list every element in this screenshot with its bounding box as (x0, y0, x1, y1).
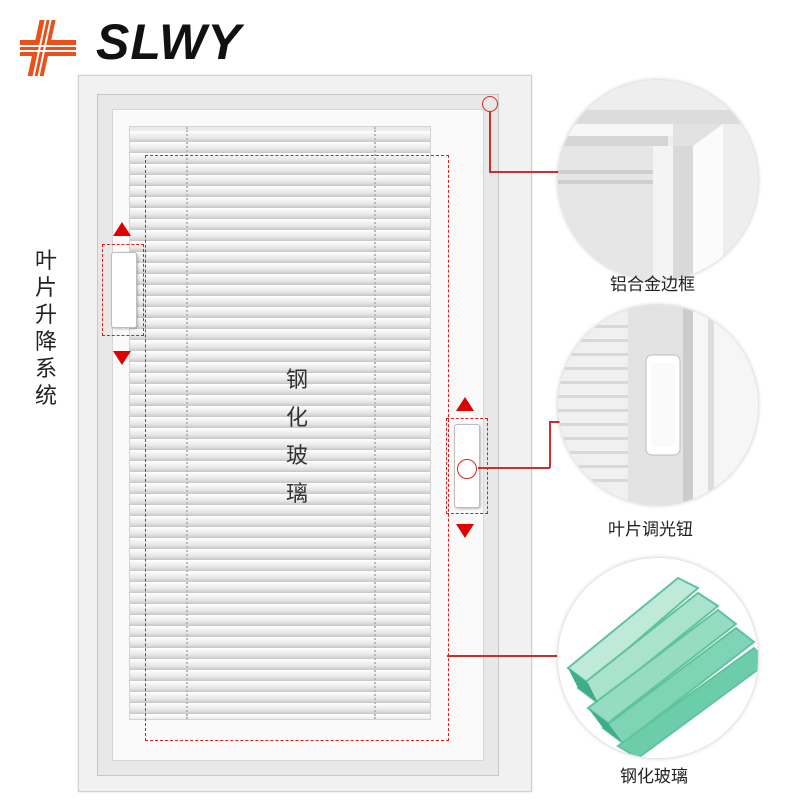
frame-leader-line-h (489, 171, 559, 173)
left-slider-marker (102, 244, 144, 336)
blind-slat (130, 637, 430, 648)
blind-slat (130, 219, 430, 230)
blind-slat (130, 351, 430, 362)
blind-slat (130, 263, 430, 274)
blind-slat (130, 197, 430, 208)
blind-slat (130, 252, 430, 263)
blind-slat (130, 461, 430, 472)
blind-slat (130, 593, 430, 604)
blind-cord (374, 127, 378, 719)
blind-slat (130, 571, 430, 582)
frame-leader-line-v (489, 112, 491, 172)
blind-slat (130, 230, 430, 241)
blind-slat (130, 659, 430, 670)
frame-marker-circle (482, 96, 498, 112)
blind-slat (130, 714, 430, 719)
blind-slat (130, 175, 430, 186)
blind-slat (130, 395, 430, 406)
slat-lift-slider[interactable] (111, 252, 137, 328)
glass-outline-marker (145, 155, 449, 741)
blind-slat (130, 538, 430, 549)
blind-slat (130, 483, 430, 494)
blind-slat (130, 450, 430, 461)
blind-slat (130, 340, 430, 351)
blind-slat (130, 164, 430, 175)
blind-slat (130, 307, 430, 318)
blind-slat (130, 428, 430, 439)
blind-slat (130, 648, 430, 659)
blind-slat (130, 417, 430, 428)
blind-slat (130, 329, 430, 340)
blind-slat (130, 274, 430, 285)
tempered-glass-callout-label: 钢化玻璃 (620, 767, 688, 787)
blind-slat (130, 626, 430, 637)
aluminum-frame-detail-image (558, 80, 758, 280)
blind-slat (130, 296, 430, 307)
slat-adjust-button-label: 叶片调光钮 (608, 520, 693, 540)
blind-slat (130, 692, 430, 703)
blind-slat (130, 472, 430, 483)
blind-slat (130, 527, 430, 538)
tempered-glass-center-label: 钢化玻璃 (285, 368, 308, 507)
blind-slat (130, 153, 430, 164)
tilt-knob-marker (457, 459, 477, 479)
blind-slat (130, 681, 430, 692)
right-up-arrow-icon (456, 397, 474, 411)
blind-slat (130, 142, 430, 153)
blind-slat (130, 384, 430, 395)
blind-slat (130, 505, 430, 516)
blind-slat (130, 241, 430, 252)
blind-slat (130, 703, 430, 714)
tilt-leader-line-h2 (549, 421, 563, 423)
slat-lift-system-label: 叶片升降系统 (34, 249, 57, 409)
glass-leader-line (447, 655, 557, 657)
blind-slat (130, 186, 430, 197)
left-up-arrow-icon (113, 222, 131, 236)
blind-slat (130, 670, 430, 681)
blind-slat (130, 208, 430, 219)
blind-slat (130, 604, 430, 615)
blind-slat (130, 549, 430, 560)
blind-slat (130, 285, 430, 296)
window-sash (97, 94, 499, 776)
blind-slat (130, 560, 430, 571)
blind-slat (130, 131, 430, 142)
brand-name: SLWY (96, 14, 242, 70)
right-down-arrow-icon (456, 524, 474, 538)
left-down-arrow-icon (113, 351, 131, 365)
tilt-leader-line-h1 (478, 467, 550, 469)
blind-slat (130, 373, 430, 384)
brand-logo-icon (18, 18, 78, 78)
slat-adjust-detail-image (558, 305, 758, 505)
blind-cord (186, 127, 190, 719)
blind-slat (130, 582, 430, 593)
blind-slat (130, 406, 430, 417)
blind-slat (130, 439, 430, 450)
tempered-glass-detail-image (558, 558, 758, 758)
blind-glass-area (129, 126, 431, 720)
aluminum-frame-label: 铝合金边框 (610, 275, 695, 295)
blind-slat (130, 362, 430, 373)
blind-slat (130, 494, 430, 505)
tilt-leader-line-v (549, 421, 551, 468)
blind-slat (130, 615, 430, 626)
blind-slat (130, 516, 430, 527)
window-inner-bead (112, 109, 484, 761)
right-slider-marker (446, 418, 488, 514)
blind-slat (130, 318, 430, 329)
